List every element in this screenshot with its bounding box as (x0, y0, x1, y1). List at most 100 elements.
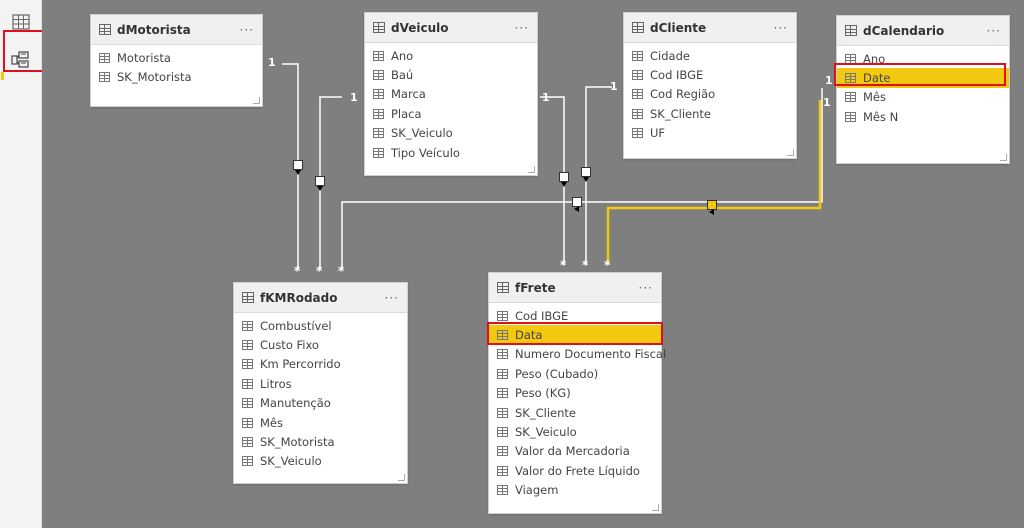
table-fkmrodado[interactable]: fKMRodado ··· Combustível Custo Fixo Km … (233, 282, 408, 484)
table-header[interactable]: fFrete ··· (489, 273, 661, 303)
more-options-icon[interactable]: ··· (239, 22, 254, 37)
table-dcliente[interactable]: dCliente ··· Cidade Cod IBGE Cod Região … (623, 12, 797, 159)
column-icon (242, 320, 253, 331)
resize-handle[interactable] (1000, 154, 1007, 161)
column-icon (497, 330, 508, 341)
field-row[interactable]: Tipo Veículo (365, 143, 537, 162)
column-icon (242, 340, 253, 351)
column-icon (373, 147, 384, 158)
more-options-icon[interactable]: ··· (384, 290, 399, 305)
field-row[interactable]: Viagem (489, 481, 661, 500)
cardinality-one: 1 (823, 96, 831, 109)
field-row[interactable]: SK_Veiculo (365, 124, 537, 143)
field-row[interactable]: Mês N (837, 107, 1009, 126)
table-title: dMotorista (117, 22, 191, 37)
table-dveiculo[interactable]: dVeiculo ··· Ano Baú Marca Placa SK_Veic… (364, 12, 538, 176)
column-icon (497, 446, 508, 457)
field-row[interactable]: Mês (837, 88, 1009, 107)
field-row-selected[interactable]: Data (489, 325, 661, 345)
table-header[interactable]: dCliente ··· (624, 13, 796, 43)
column-icon (99, 72, 110, 83)
field-row[interactable]: SK_Cliente (489, 403, 661, 422)
model-canvas[interactable]: 1 1 1 1 1 1 * * * * * * dMotorista ··· M… (42, 0, 1024, 528)
table-header[interactable]: fKMRodado ··· (234, 283, 407, 313)
field-row[interactable]: Manutenção (234, 394, 407, 413)
field-row[interactable]: Combustível (234, 316, 407, 335)
resize-handle[interactable] (398, 474, 405, 481)
table-icon (99, 24, 111, 35)
table-dmotorista[interactable]: dMotorista ··· Motorista SK_Motorista (90, 14, 263, 107)
table-ffrete[interactable]: fFrete ··· Cod IBGE Data Numero Document… (488, 272, 666, 514)
field-row[interactable]: Peso (Cubado) (489, 364, 661, 383)
column-icon (373, 108, 384, 119)
column-icon (497, 465, 508, 476)
table-grid-icon[interactable] (6, 7, 36, 37)
column-icon (845, 73, 856, 84)
field-row[interactable]: UF (624, 124, 796, 143)
table-icon (632, 22, 644, 33)
field-row[interactable]: Valor da Mercadoria (489, 442, 661, 461)
more-options-icon[interactable]: ··· (514, 20, 529, 35)
column-icon (497, 388, 508, 399)
cardinality-one: 1 (825, 74, 833, 87)
column-icon (242, 398, 253, 409)
table-icon (497, 282, 509, 293)
filter-direction-down-icon (559, 172, 569, 187)
field-row[interactable]: SK_Cliente (624, 104, 796, 123)
filter-direction-left-icon (572, 197, 582, 212)
more-options-icon[interactable]: ··· (638, 280, 653, 295)
model-view-icon[interactable] (6, 45, 36, 75)
field-row[interactable]: Custo Fixo (234, 335, 407, 354)
cardinality-many: * (560, 258, 567, 272)
field-row[interactable]: Km Percorrido (234, 355, 407, 374)
table-header[interactable]: dCalendario ··· (837, 16, 1009, 46)
field-row[interactable]: Numero Documento Fiscal (489, 345, 666, 364)
field-row-selected[interactable]: Date (837, 68, 1009, 88)
table-title: fFrete (515, 280, 556, 295)
field-row[interactable]: SK_Veiculo (489, 422, 661, 441)
field-row[interactable]: Cidade (624, 46, 796, 65)
view-rail (0, 0, 46, 528)
field-row[interactable]: SK_Veiculo (234, 452, 407, 471)
field-row[interactable]: SK_Motorista (91, 67, 262, 86)
resize-handle[interactable] (253, 97, 260, 104)
field-row[interactable]: Cod Região (624, 85, 796, 104)
table-title: dCalendario (863, 23, 945, 38)
more-options-icon[interactable]: ··· (773, 20, 788, 35)
table-icon (373, 22, 385, 33)
field-row[interactable]: Litros (234, 374, 407, 393)
column-icon (845, 111, 856, 122)
table-title: dCliente (650, 20, 707, 35)
resize-handle[interactable] (652, 504, 659, 511)
field-row[interactable]: Ano (365, 46, 537, 65)
cardinality-many: * (338, 264, 345, 278)
cardinality-many: * (604, 258, 611, 272)
field-row[interactable]: Mês (234, 413, 407, 432)
filter-direction-left-icon (707, 200, 717, 215)
field-row[interactable]: Valor do Frete Líquido (489, 461, 661, 480)
resize-handle[interactable] (528, 166, 535, 173)
more-options-icon[interactable]: ··· (986, 23, 1001, 38)
column-icon (497, 485, 508, 496)
table-icon (242, 292, 254, 303)
field-row[interactable]: Cod IBGE (489, 306, 661, 325)
column-icon (373, 89, 384, 100)
column-icon (632, 108, 643, 119)
field-row[interactable]: Placa (365, 104, 537, 123)
column-icon (497, 349, 508, 360)
table-dcalendario[interactable]: dCalendario ··· Ano Date Mês Mês N (836, 15, 1010, 164)
field-row[interactable]: Marca (365, 85, 537, 104)
field-row[interactable]: Cod IBGE (624, 65, 796, 84)
table-icon (845, 25, 857, 36)
table-title: fKMRodado (260, 290, 338, 305)
column-icon (632, 128, 643, 139)
field-row[interactable]: Peso (KG) (489, 384, 661, 403)
table-header[interactable]: dVeiculo ··· (365, 13, 537, 43)
filter-direction-down-icon (581, 167, 591, 182)
field-row[interactable]: SK_Motorista (234, 432, 407, 451)
cardinality-many: * (316, 264, 323, 278)
field-row[interactable]: Baú (365, 65, 537, 84)
field-row[interactable]: Motorista (91, 48, 262, 67)
resize-handle[interactable] (787, 149, 794, 156)
table-header[interactable]: dMotorista ··· (91, 15, 262, 45)
